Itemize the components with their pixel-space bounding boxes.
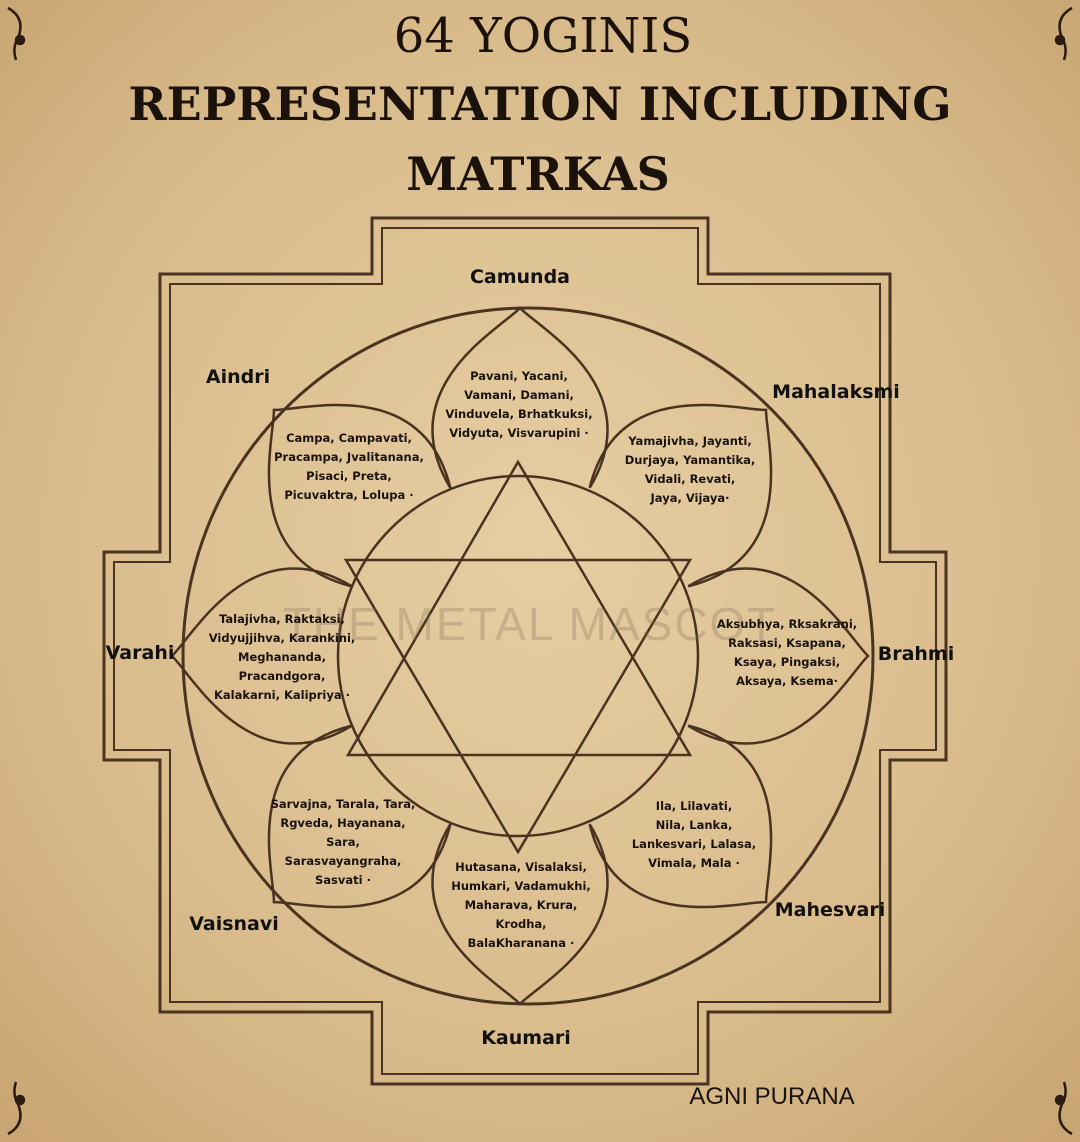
yogini-group-left: Talajivha, Raktaksi, Vidyujjihva, Karanki… [209,612,356,702]
hexagram [343,459,693,855]
title-line-3: MATRKAS [406,147,670,201]
yogini-name-line: Vimala, Mala · [648,856,740,870]
yogini-name-line: Aksaya, Ksema· [736,674,838,688]
bhupura-frame [102,216,948,1086]
yogini-name-line: Sasvati · [315,873,371,887]
lotus-petals [170,306,870,1006]
yogini-name-line: Kalakarni, Kalipriya · [214,688,350,702]
yogini-name-line: Vidali, Revati, [645,472,736,486]
yogini-name-line: Vinduvela, Brhatkuksi, [445,407,592,421]
yogini-name-line: Krodha, [495,917,546,931]
yogini-name-line: Pracampa, Jvalitanana, [274,450,424,464]
matrka-kaumari: Kaumari [481,1027,571,1049]
yogini-name-line: Sarvajna, Tarala, Tara, [271,797,416,811]
yogini-group-top-right: Yamajivha, Jayanti, Durjaya, Yamantika, Vi… [625,434,756,505]
matrka-aindri: Aindri [206,366,270,388]
yogini-name-line: Pracandgora, [239,669,326,683]
yogini-group-bottom-left: Sarvajna, Tarala, Tara, Rgveda, Hayanana,… [271,797,416,887]
matrka-vaisnavi: Vaisnavi [189,913,279,935]
yogini-name-line: Meghananda, [238,650,326,664]
inner-circle [336,474,700,838]
yogini-name-line: Aksubhya, Rksakrani, [717,617,857,631]
matrka-mahesvari: Mahesvari [775,899,886,921]
yogini-name-line: Sara, [326,835,360,849]
yogini-name-line: BalaKharanana · [468,936,575,950]
title-line-1: 64 YOGINIS [394,8,693,64]
matrka-camunda: Camunda [470,266,570,288]
lotus-petal [267,403,452,588]
yogini-name-line: Ksaya, Pingaksi, [734,655,840,669]
yogini-name-line: Pavani, Yacani, [470,369,568,383]
yogini-name-line: Yamajivha, Jayanti, [627,434,751,448]
lotus-petal [431,306,609,489]
yogini-name-line: Humkari, Vadamukhi, [451,879,591,893]
lotus-petal [267,724,452,909]
yogini-name-line: Raksasi, Ksapana, [728,636,846,650]
outer-circle [181,306,875,1006]
yogini-group-bottom-right: Ila, Lilavati, Nila, Lanka, Lankesvari, La… [632,799,756,870]
yogini-name-line: Rgveda, Hayanana, [280,816,405,830]
yogini-name-line: Picuvaktra, Lolupa · [284,488,413,502]
matrka-mahalaksmi: Mahalaksmi [772,381,900,403]
matrka-brahmi: Brahmi [878,643,955,665]
yogini-name-line: Vidyuta, Visvarupini · [449,426,588,440]
yogini-name-line: Vamani, Damani, [464,388,574,402]
lotus-petal [687,567,870,745]
watermark-text: THE METAL MASCOT [283,598,778,650]
yogini-name-line: Jaya, Vijaya· [650,491,730,505]
title-line-2: REPRESENTATION INCLUDING [128,77,951,131]
lotus-petal [431,823,609,1006]
yogini-name-line: Talajivha, Raktaksi, [219,612,345,626]
matrka-varahi: Varahi [106,642,175,664]
source-label: AGNI PURANA [689,1083,854,1110]
lotus-petal [170,567,353,745]
corner-flourish-icon [7,6,1073,1136]
yogini-name-line: Pisaci, Preta, [306,469,392,483]
yogini-group-right: Aksubhya, Rksakrani, Raksasi, Ksapana, Ksa… [717,617,857,688]
yogini-name-line: Lankesvari, Lalasa, [632,837,756,851]
yogini-name-line: Sarasvayangraha, [285,854,402,868]
yogini-name-line: Vidyujjihva, Karankini, [209,631,356,645]
yogini-group-top-left: Campa, Campavati, Pracampa, Jvalitanana, P… [274,431,424,502]
yogini-name-line: Durjaya, Yamantika, [625,453,756,467]
yogini-name-line: Campa, Campavati, [286,431,412,445]
yogini-name-line: Hutasana, Visalaksi, [455,860,587,874]
yogini-name-line: Nila, Lanka, [656,818,733,832]
yogini-name-line: Maharava, Krura, [465,898,578,912]
lotus-petal [588,724,773,909]
yogini-group-top: Pavani, Yacani, Vamani, Damani, Vinduvela,… [445,369,592,440]
yogini-name-line: Ila, Lilavati, [656,799,732,813]
yogini-group-bottom: Hutasana, Visalaksi, Humkari, Vadamukhi, M… [451,860,591,950]
lotus-petal [588,403,773,588]
